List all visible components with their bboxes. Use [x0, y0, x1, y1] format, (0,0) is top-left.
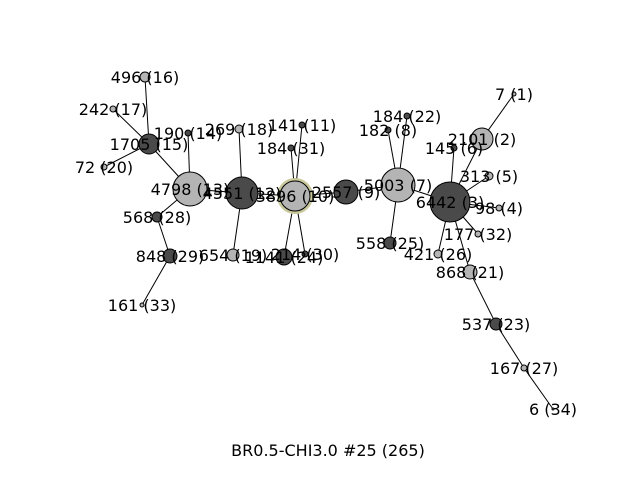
node-label-n10: 3896 (10) [256, 187, 335, 206]
node-n14[interactable] [184, 129, 192, 137]
node-label-n34: 6 (34) [529, 400, 577, 419]
node-n12[interactable] [225, 176, 259, 210]
node-label-n5: 313 (5) [460, 167, 518, 186]
node-label-n18: 269 (18) [205, 120, 273, 139]
node-n18[interactable] [234, 124, 244, 134]
node-label-n27: 167 (27) [490, 359, 558, 378]
node-n26[interactable] [433, 249, 443, 259]
node-label-n25: 558 (25) [356, 234, 424, 253]
node-label-n1: 7 (1) [495, 85, 533, 104]
node-label-n20: 72 (20) [75, 158, 133, 177]
node-n9[interactable] [333, 179, 359, 205]
node-label-n30: 214 (30) [271, 245, 339, 264]
node-label-n21: 868 (21) [436, 263, 504, 282]
node-label-n15: 1705 (15) [110, 135, 189, 154]
node-n6[interactable] [450, 144, 458, 152]
node-n5[interactable] [484, 171, 494, 181]
node-n31[interactable] [287, 144, 295, 152]
node-n13[interactable] [172, 171, 208, 207]
node-label-n17: 242 (17) [79, 100, 147, 119]
node-label-n28: 568 (28) [123, 208, 191, 227]
node-n30[interactable] [301, 250, 309, 258]
node-highlight-ring [277, 178, 313, 214]
node-label-n24: 1141 (24) [245, 248, 324, 267]
node-n28[interactable] [151, 211, 163, 223]
graph-title: BR0.5-CHI3.0 #25 (265) [231, 441, 425, 460]
node-label-n22: 184 (22) [373, 107, 441, 126]
node-label-n29: 848 (29) [136, 247, 204, 266]
node-label-n12: 4551 (12) [203, 184, 282, 203]
node-label-n8: 182 (8) [359, 121, 417, 140]
node-n15[interactable] [138, 133, 160, 155]
node-label-n16: 496 (16) [111, 68, 179, 87]
node-label-n6: 145 (6) [425, 139, 483, 158]
node-n27[interactable] [520, 364, 528, 372]
label-layer: 496 (16) 242 (17) 1705 (15) 72 (20) 190 (14)… [75, 68, 577, 419]
edge-n21-n23 [469, 271, 497, 325]
node-label-n31: 184 (31) [257, 139, 325, 158]
node-n32[interactable] [474, 230, 482, 238]
node-n16[interactable] [139, 71, 151, 83]
node-n23[interactable] [489, 317, 503, 331]
node-label-n13: 4798 (13) [151, 180, 230, 199]
node-label-n23: 537 (23) [462, 315, 530, 334]
node-n10[interactable] [279, 180, 311, 212]
node-label-n3: 6442 (3) [416, 193, 484, 212]
node-label-n26: 421 (26) [404, 245, 472, 264]
node-n34[interactable] [551, 407, 555, 411]
node-label-n9: 2557 (9) [312, 183, 380, 202]
node-n8[interactable] [384, 126, 392, 134]
node-label-n14: 190 (14) [154, 124, 222, 143]
node-n3[interactable] [429, 181, 471, 223]
node-n17[interactable] [109, 105, 117, 113]
node-n21[interactable] [462, 264, 478, 280]
node-label-n33: 161 (33) [108, 296, 176, 315]
node-n4[interactable] [495, 204, 503, 212]
node-n7[interactable] [380, 167, 416, 203]
edge-n27-n34 [523, 367, 554, 410]
node-n25[interactable] [383, 236, 397, 250]
node-label-n7: 5003 (7) [364, 176, 432, 195]
node-n29[interactable] [162, 248, 178, 264]
node-layer [100, 71, 555, 411]
node-n11[interactable] [298, 121, 306, 129]
edge-n29-n33 [141, 255, 171, 306]
node-label-n19: 654 (19) [199, 246, 267, 265]
node-n24[interactable] [275, 248, 293, 266]
node-label-n11: 141 (11) [268, 116, 336, 135]
node-n33[interactable] [139, 302, 145, 308]
node-label-n2: 2101 (2) [448, 130, 516, 149]
node-n1[interactable] [511, 91, 517, 97]
node-n22[interactable] [403, 112, 411, 120]
node-label-n4: 98 (4) [475, 199, 523, 218]
edge-n23-n27 [495, 323, 525, 369]
node-n20[interactable] [100, 163, 108, 171]
edge-n16-n15 [144, 76, 150, 145]
node-n2[interactable] [470, 127, 494, 151]
node-n19[interactable] [226, 248, 240, 262]
node-label-n32: 177 (32) [444, 225, 512, 244]
